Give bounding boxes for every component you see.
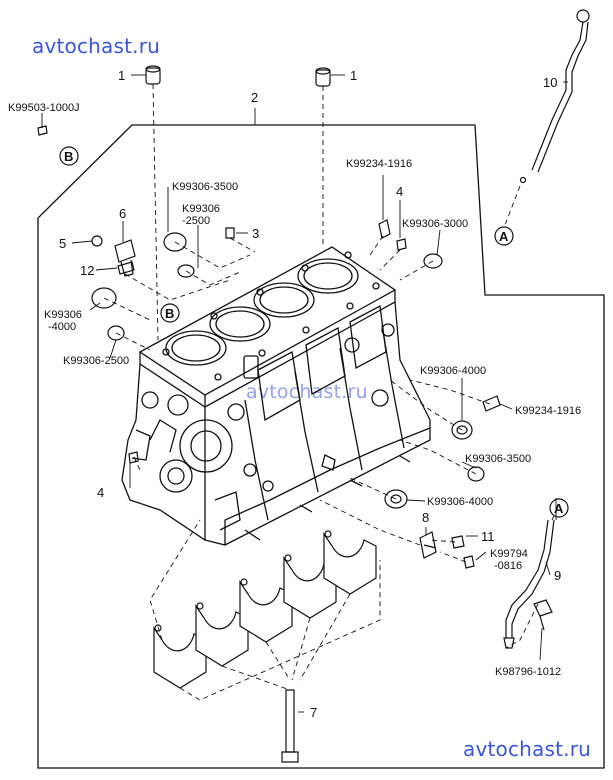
code-k99306-4000-right-b: K99306-4000	[427, 496, 493, 508]
callout-5: 5	[59, 236, 66, 251]
code-k98796: K98796-1012	[495, 666, 561, 678]
dowel-pin-left	[145, 67, 161, 85]
callout-10: 10	[543, 75, 557, 90]
cylinder-block	[121, 246, 431, 546]
pin-3	[225, 227, 235, 239]
plug-k99503	[37, 125, 48, 136]
plug-4000-right-a	[451, 420, 473, 440]
plug-3500-right	[467, 466, 485, 482]
code-k99306-2500-a-line2: -2500	[182, 215, 210, 227]
code-k99306-2500-b: K99306-2500	[63, 355, 129, 367]
callout-8: 8	[422, 510, 429, 525]
plug-5	[91, 235, 103, 247]
code-k99794-line2: -0816	[494, 560, 522, 572]
code-k99503: K99503-1000J	[8, 102, 80, 114]
callout-1-right: 1	[350, 68, 357, 83]
watermark-bottom: avtochast.ru	[463, 737, 592, 761]
callout-11: 11	[481, 529, 495, 544]
code-k99306-4000-left-line1: K99306	[44, 309, 82, 321]
ref-circle-a-top	[494, 226, 514, 246]
code-k99306-3500-right: K99306-3500	[465, 453, 531, 465]
code-k99234-top: K99234-1916	[346, 158, 412, 170]
bolt-k99794	[463, 555, 475, 569]
code-k99306-3000: K99306-3000	[402, 218, 468, 230]
callout-7: 7	[310, 705, 317, 720]
code-k99306-4000-right-a: K99306-4000	[420, 365, 486, 377]
assembly-frame	[37, 124, 605, 769]
dipstick-tube	[503, 519, 555, 649]
code-k99306-4000-left-line2: -4000	[48, 321, 76, 333]
ref-b-left-letter: B	[64, 149, 73, 164]
code-k99306-3500-top: K99306-3500	[172, 181, 238, 193]
ref-a-bottom-letter: A	[554, 501, 564, 516]
plug-3000	[423, 253, 443, 269]
ref-a-top-letter: A	[499, 229, 509, 244]
ref-circle-a-bottom	[549, 498, 569, 518]
clip-11	[451, 535, 465, 549]
oil-pressure-switch	[114, 239, 136, 263]
plug-3500-top	[163, 232, 187, 252]
callout-3: 3	[252, 226, 259, 241]
ref-circle-b-block	[160, 303, 180, 323]
dowel-pin-right	[315, 69, 331, 87]
pin-4-top	[396, 238, 407, 251]
plug-4000-right-b	[384, 489, 408, 509]
plug-2500-a	[177, 264, 195, 278]
callout-4-bottom: 4	[97, 485, 104, 500]
plug-4000-left	[91, 287, 117, 309]
tube-bolt	[533, 599, 553, 631]
code-k99234-right: K99234-1916	[515, 405, 581, 417]
dipstick	[519, 9, 590, 184]
ref-b-block-letter: B	[165, 306, 174, 321]
watermark-middle: avtochast.ru	[246, 381, 368, 403]
callout-9: 9	[554, 568, 561, 583]
bracket-8	[419, 531, 437, 559]
pin-4-left	[128, 451, 139, 464]
pin-k99234-top	[378, 219, 391, 239]
pin-k99234-right	[482, 395, 501, 412]
fitting-12	[117, 261, 135, 275]
bearing-cap-bolt	[281, 689, 299, 763]
ref-circle-b-left	[59, 146, 79, 166]
watermark-top: avtochast.ru	[32, 34, 161, 58]
callout-4-top: 4	[396, 184, 403, 199]
callout-12: 12	[80, 263, 94, 278]
callout-1-left: 1	[118, 68, 125, 83]
callout-6: 6	[119, 206, 126, 221]
callout-2: 2	[251, 90, 258, 105]
main-bearing-caps	[153, 530, 377, 689]
code-k99306-2500-a-line1: K99306	[182, 203, 220, 215]
code-k99794-line1: K99794	[490, 548, 528, 560]
